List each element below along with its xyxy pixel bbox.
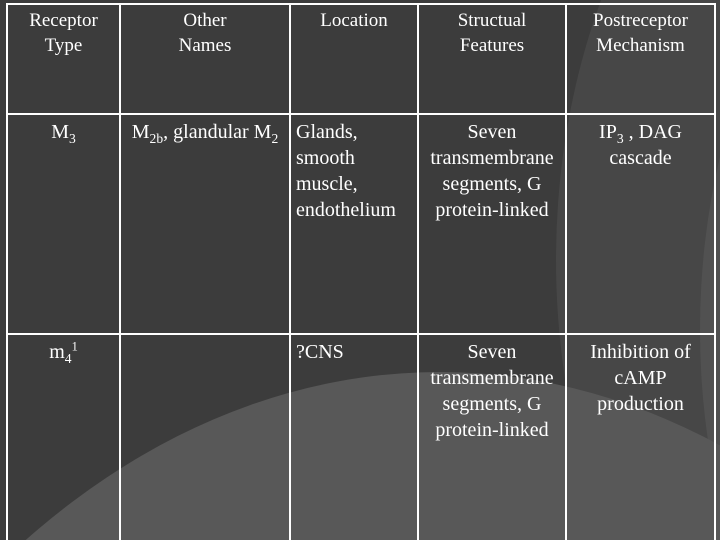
receptor-symbol-subscript: 4 bbox=[64, 351, 72, 366]
table-row: m41 ?CNS Seven transmembrane segments, G… bbox=[6, 333, 716, 540]
postreceptor-base: IP bbox=[599, 121, 617, 143]
receptor-table-container: Receptor Type Other Names Location Struc… bbox=[6, 3, 716, 540]
header-line-2: Type bbox=[44, 34, 83, 56]
receptor-table: Receptor Type Other Names Location Struc… bbox=[6, 3, 716, 540]
cell-receptor-type: M3 bbox=[6, 113, 121, 335]
header-line-1: Receptor bbox=[29, 10, 98, 31]
header-line-1: Structual bbox=[457, 10, 527, 31]
receptor-symbol-superscript: 1 bbox=[71, 339, 78, 354]
postreceptor-subscript: 3 bbox=[616, 131, 624, 146]
other-name-2-subscript: 2 bbox=[271, 131, 279, 146]
postreceptor-tail: , DAG cascade bbox=[609, 121, 682, 169]
table-row: M3 M2b, glandular M2 Glands, smooth musc… bbox=[6, 113, 716, 335]
other-name-1-tail: , bbox=[163, 121, 169, 143]
table-header: Receptor Type Other Names Location Struc… bbox=[6, 3, 716, 115]
header-line-2: Features bbox=[459, 34, 525, 56]
header-line-1: Other bbox=[183, 10, 227, 31]
cell-postreceptor-mechanism: IP3 , DAG cascade bbox=[565, 113, 716, 335]
header-line-2: Mechanism bbox=[596, 34, 685, 56]
header-line-2: Names bbox=[178, 34, 232, 56]
other-name-1-subscript: 2b bbox=[149, 131, 164, 146]
cell-structural-features: Seven transmembrane segments, G protein-… bbox=[417, 333, 567, 540]
table-header-row: Receptor Type Other Names Location Struc… bbox=[6, 3, 716, 115]
column-header-other-names: Other Names bbox=[119, 3, 291, 115]
cell-other-names bbox=[119, 333, 291, 540]
other-name-1-base: M bbox=[131, 121, 150, 143]
cell-location: ?CNS bbox=[289, 333, 419, 540]
cell-postreceptor-mechanism: Inhibition of cAMP production bbox=[565, 333, 716, 540]
cell-location: Glands, smooth muscle, endothelium bbox=[289, 113, 419, 335]
cell-structural-features: Seven transmembrane segments, G protein-… bbox=[417, 113, 567, 335]
column-header-location: Location bbox=[289, 3, 419, 115]
column-header-structural-features: Structual Features bbox=[417, 3, 567, 115]
header-line-1: Postreceptor bbox=[593, 10, 688, 31]
table-body: M3 M2b, glandular M2 Glands, smooth musc… bbox=[6, 113, 716, 540]
cell-receptor-type: m41 bbox=[6, 333, 121, 540]
receptor-symbol-base: M bbox=[51, 121, 69, 143]
cell-other-names: M2b, glandular M2 bbox=[119, 113, 291, 335]
header-line-1: Location bbox=[320, 10, 388, 31]
receptor-symbol-base: m bbox=[49, 341, 65, 363]
receptor-symbol-subscript: 3 bbox=[69, 131, 76, 146]
other-name-2-base: glandular M bbox=[173, 121, 272, 143]
column-header-postreceptor-mechanism: Postreceptor Mechanism bbox=[565, 3, 716, 115]
column-header-receptor-type: Receptor Type bbox=[6, 3, 121, 115]
